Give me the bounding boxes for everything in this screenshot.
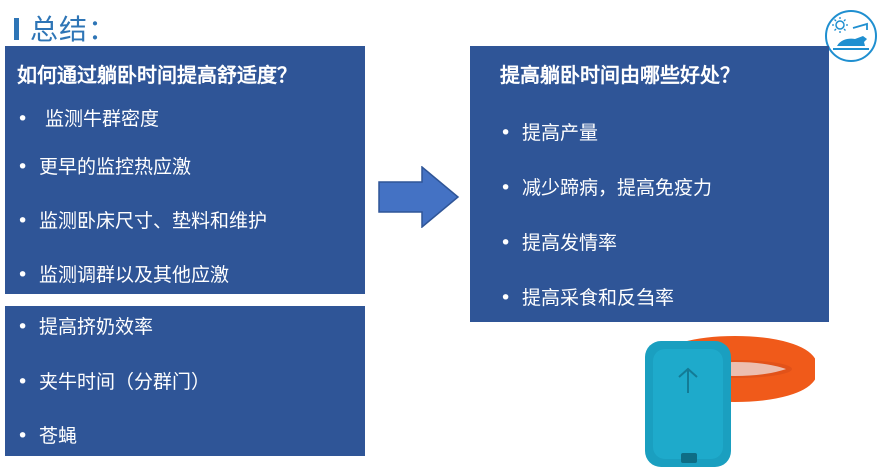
leg-band-sensor-icon [635,333,818,473]
left-heading: 如何通过躺卧时间提高舒适度？ [17,63,297,87]
list-item: • 监测牛群密度 [17,108,160,130]
list-item: •提高采食和反刍率 [500,287,675,309]
list-item: •提高产量 [500,122,599,144]
right-heading: 提高躺卧时间由哪些好处？ [500,63,740,87]
left-extra-panel: •提高挤奶效率 •夹牛时间（分群门） •苍蝇 [5,306,365,456]
right-arrow-icon [378,165,460,232]
list-item: •更早的监控热应激 [17,156,192,178]
right-benefits-panel: 提高躺卧时间由哪些好处？ •提高产量 •减少蹄病，提高免疫力 •提高发情率 •提… [470,46,829,322]
left-question-panel: 如何通过躺卧时间提高舒适度？ • 监测牛群密度 •更早的监控热应激 •监测卧床尺… [5,46,365,294]
list-item: •夹牛时间（分群门） [17,371,211,393]
list-item: •提高发情率 [500,232,618,254]
list-item: •苍蝇 [17,425,78,447]
list-item: •监测卧床尺寸、垫料和维护 [17,210,268,232]
list-item: •减少蹄病，提高免疫力 [500,177,713,199]
page-title: 总结： [30,13,118,46]
list-item: •提高挤奶效率 [17,316,154,338]
title-accent-bar [14,18,19,40]
list-item: •监测调群以及其他应激 [17,264,230,286]
cow-lying-sun-icon [825,10,877,62]
